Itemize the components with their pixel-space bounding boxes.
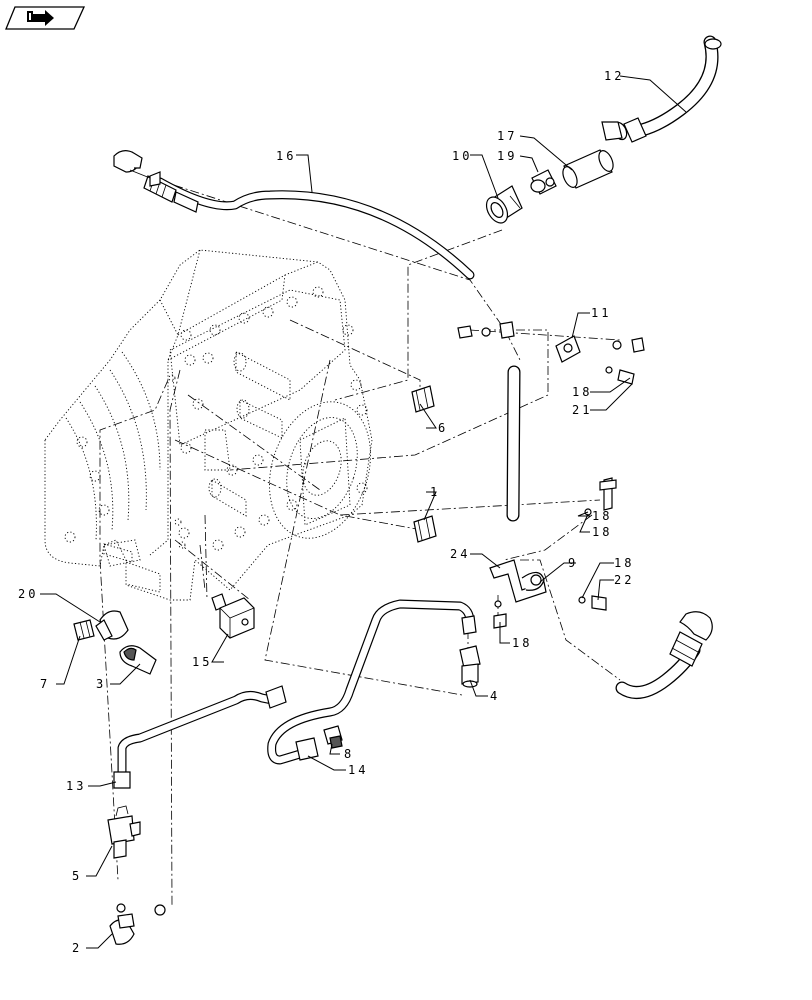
elbow-22 [95, 610, 129, 641]
callout-9: 9 [568, 556, 578, 570]
callout-18-upper: 18 [572, 385, 592, 399]
elbow-3 [119, 645, 157, 675]
callout-7: 7 [40, 677, 50, 691]
tube-14 [267, 599, 477, 765]
tee-5 [107, 805, 141, 859]
hose-lower-right [615, 611, 713, 699]
callout-17: 17 [497, 129, 517, 143]
callout-23-lower: 22 [614, 573, 634, 587]
callout-19: 18 [512, 636, 532, 650]
callout-10: 10 [452, 149, 472, 163]
bolt-clamp-row [457, 321, 645, 385]
fitting-10 [485, 185, 523, 224]
tube-13 [113, 685, 287, 789]
callout-12: 12 [604, 69, 624, 83]
tube-17 [562, 149, 614, 189]
callout-18-middle: 18 [592, 525, 612, 539]
callout-22: 20 [18, 587, 38, 601]
fitting-6 [411, 385, 435, 413]
assembly-lines [99, 179, 621, 906]
hose-16-lower [506, 365, 521, 522]
elbow-2 [109, 903, 166, 945]
hose-12 [601, 35, 722, 143]
elbow-4 [459, 645, 481, 688]
callout-23-upper: 21 [572, 403, 592, 417]
callout-labels: 12 17 19 10 16 11 18 21 6 1 18 18 24 9 1… [18, 69, 634, 955]
callout-21: 19 [497, 149, 517, 163]
callout-6: 6 [438, 421, 448, 435]
forward-arrow-icon [27, 10, 54, 26]
callout-20: 18 [592, 509, 612, 523]
callout-leaders [40, 75, 687, 949]
fitting-7 [73, 619, 95, 641]
callout-4: 4 [490, 689, 500, 703]
callout-16: 16 [276, 149, 296, 163]
fitting-8 [323, 725, 343, 749]
callout-5: 5 [72, 869, 82, 883]
callout-14: 14 [348, 763, 368, 777]
fitting-21 [530, 169, 557, 195]
fitting-1 [413, 515, 437, 543]
forward-arrow-button[interactable] [5, 6, 86, 30]
callout-3: 3 [96, 677, 106, 691]
hose-16 [113, 150, 475, 280]
callout-18-lower: 18 [614, 556, 634, 570]
transmission-housing [44, 249, 373, 601]
callout-8: 8 [344, 747, 354, 761]
callout-11: 11 [591, 306, 611, 320]
callout-1: 1 [430, 485, 440, 499]
callout-15: 15 [192, 655, 212, 669]
callout-24: 24 [450, 547, 470, 561]
bracket-24 [489, 477, 617, 629]
callout-2: 2 [72, 941, 82, 955]
callout-13: 13 [66, 779, 86, 793]
sensor-15 [211, 593, 255, 639]
